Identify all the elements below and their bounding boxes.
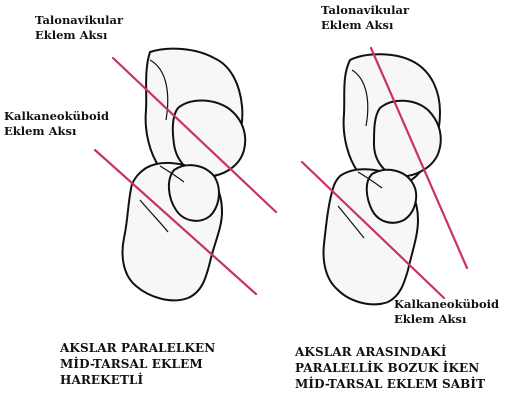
right-caption-line1: AKSLAR ARASINDAKİ [295, 344, 485, 360]
right-calcaneocuboid-label-line1: Kalkaneoküboid [394, 297, 499, 312]
left-talonavicular-label-line2: Eklem Aksı [35, 28, 123, 43]
left-calcaneocuboid-label: Kalkaneoküboid Eklem Aksı [4, 109, 109, 139]
right-caption-line2: PARALELLİK BOZUK İKEN [295, 360, 485, 376]
right-navicular [374, 101, 441, 177]
left-caption-line1: AKSLAR PARALELKEN [60, 340, 215, 356]
right-cuboid [367, 170, 416, 223]
right-foot-bones [324, 54, 441, 304]
right-calcaneocuboid-label: Kalkaneoküboid Eklem Aksı [394, 297, 499, 327]
right-talonavicular-label-line1: Talonavikular [321, 3, 409, 18]
right-talonavicular-label-line2: Eklem Aksı [321, 18, 409, 33]
left-caption: AKSLAR PARALELKEN MİD-TARSAL EKLEM HAREK… [60, 340, 215, 388]
left-calcaneocuboid-label-line1: Kalkaneoküboid [4, 109, 109, 124]
left-talonavicular-label-line1: Talonavikular [35, 13, 123, 28]
left-foot-bones [123, 49, 246, 301]
left-caption-line2: MİD-TARSAL EKLEM [60, 356, 215, 372]
right-talonavicular-label: Talonavikular Eklem Aksı [321, 3, 409, 33]
right-caption-line3: MİD-TARSAL EKLEM SABİT [295, 376, 485, 392]
right-calcaneocuboid-label-line2: Eklem Aksı [394, 312, 499, 327]
left-caption-line3: HAREKETLİ [60, 372, 215, 388]
left-calcaneocuboid-label-line2: Eklem Aksı [4, 124, 109, 139]
right-caption: AKSLAR ARASINDAKİ PARALELLİK BOZUK İKEN … [295, 344, 485, 392]
left-talonavicular-label: Talonavikular Eklem Aksı [35, 13, 123, 43]
